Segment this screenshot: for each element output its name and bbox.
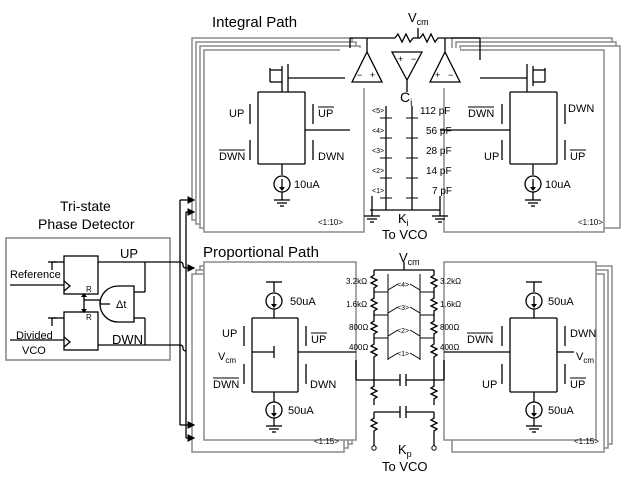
integral-left-labels: UP UP DWN DWN 10uA <1:10> [219,106,344,227]
proportional-resistor-labels: 3.2kΩ 1.6kΩ 800Ω 400Ω 3.2kΩ 1.6kΩ 800Ω 4… [346,277,461,358]
integral-opamps: − + + − + − [340,38,462,92]
signal-bus [179,196,196,442]
svg-text:<1:15>: <1:15> [314,437,339,446]
proportional-right-chargepump [444,281,574,433]
svg-text:112 pF: 112 pF [420,106,450,117]
svg-text:−: − [411,54,416,64]
svg-text:<3>: <3> [397,305,409,312]
svg-text:DWN: DWN [213,379,239,391]
svg-text:UP: UP [222,328,237,340]
svg-text:UP: UP [570,379,585,391]
integral-vcm-label: Vcm [408,10,429,27]
integral-gain-label: Ki [398,211,409,228]
proportional-resistor-ladder [369,262,439,380]
svg-text:UP: UP [318,108,333,120]
pfd-title-line1: Tri-state [60,198,111,214]
svg-text:<1:10>: <1:10> [318,218,343,227]
svg-text:56 pF: 56 pF [426,126,452,137]
integral-cap-bank [370,106,441,211]
pfd-title-line2: Phase Detector [38,216,135,232]
pfd-up-label: UP [120,246,138,261]
integral-right-labels: DWN DWN UP UP 10uA <1:10> [468,103,603,227]
svg-text:400Ω: 400Ω [349,343,368,352]
proportional-right-labels: 50uA DWN DWN Vcm UP UP 50uA <1:15> [467,296,599,446]
svg-text:1.6kΩ: 1.6kΩ [440,300,461,309]
svg-text:3.2kΩ: 3.2kΩ [346,277,367,286]
proportional-output-network [355,360,445,451]
integral-cap-labels: <5> 112 pF <4> 56 pF <3> 28 pF <2> 14 pF… [372,106,452,197]
proportional-path-title: Proportional Path [203,244,319,261]
svg-text:50uA: 50uA [290,296,316,308]
svg-text:<1:15>: <1:15> [574,437,599,446]
svg-text:−: − [357,70,362,80]
pfd-reset-bottom: R [86,313,92,322]
svg-text:<1:10>: <1:10> [578,218,603,227]
svg-text:+: + [398,54,403,64]
svg-text:<2>: <2> [372,168,384,175]
svg-text:UP: UP [482,379,497,391]
proportional-to-vco: To VCO [382,459,428,474]
svg-text:<4>: <4> [397,282,409,289]
integral-right-stack [443,37,621,233]
svg-text:+: + [435,70,440,80]
svg-text:7 pF: 7 pF [432,186,452,197]
svg-text:<4>: <4> [372,128,384,135]
proportional-vcm-label: Vcm [399,250,420,267]
svg-text:50uA: 50uA [548,405,574,417]
svg-text:800Ω: 800Ω [440,323,459,332]
svg-text:<1>: <1> [397,351,409,358]
svg-text:+: + [370,70,375,80]
integral-grounds [364,210,448,223]
svg-text:<1>: <1> [372,188,384,195]
svg-text:50uA: 50uA [288,405,314,417]
pfd-reference-label: Reference [10,269,61,281]
pfd-dwn-label: DWN [112,332,143,347]
svg-text:<3>: <3> [372,148,384,155]
svg-text:DWN: DWN [467,334,493,346]
svg-text:3.2kΩ: 3.2kΩ [440,277,461,286]
integral-left-stack [191,37,365,233]
svg-text:DWN: DWN [318,151,344,163]
svg-text:−: − [448,70,453,80]
proportional-right-vcm: Vcm [576,351,594,365]
svg-text:10uA: 10uA [294,179,320,191]
svg-text:UP: UP [570,151,585,163]
svg-text:50uA: 50uA [548,296,574,308]
svg-text:400Ω: 400Ω [440,343,459,352]
svg-text:1.6kΩ: 1.6kΩ [346,300,367,309]
pfd-delay-label: Δt [116,299,126,311]
svg-text:UP: UP [484,151,499,163]
svg-text:800Ω: 800Ω [349,323,368,332]
proportional-right-stack [443,261,613,453]
proportional-gain-label: Kp [398,442,412,459]
pfd-divided-label: Divided [16,330,53,342]
svg-text:14 pF: 14 pF [426,166,452,177]
svg-text:UP: UP [311,334,326,346]
svg-text:DWN: DWN [570,328,596,340]
svg-text:UP: UP [229,108,244,120]
svg-text:10uA: 10uA [545,179,571,191]
proportional-left-vcm: Vcm [218,351,236,365]
proportional-left-labels: 50uA UP UP Vcm DWN DWN 50uA <1:15> [213,296,339,446]
pfd-reset-top: R [86,285,92,294]
integral-to-vco: To VCO [382,227,428,242]
svg-text:<5>: <5> [372,108,384,115]
proportional-left-chargepump [243,281,356,433]
pfd-box [5,237,171,361]
svg-text:DWN: DWN [468,108,494,120]
svg-text:DWN: DWN [219,151,245,163]
integral-left-chargepump [249,64,350,207]
pfd-vco-label: VCO [22,345,46,357]
svg-text:DWN: DWN [568,103,594,115]
integral-path-title: Integral Path [212,14,297,31]
svg-text:DWN: DWN [310,379,336,391]
svg-text:28 pF: 28 pF [426,146,452,157]
integral-right-chargepump [440,64,566,207]
integral-cap-label: Ci [400,89,412,109]
svg-text:<2>: <2> [397,328,409,335]
pfd-labels: UP DWN Reference Divided VCO Δt R R [10,246,143,357]
